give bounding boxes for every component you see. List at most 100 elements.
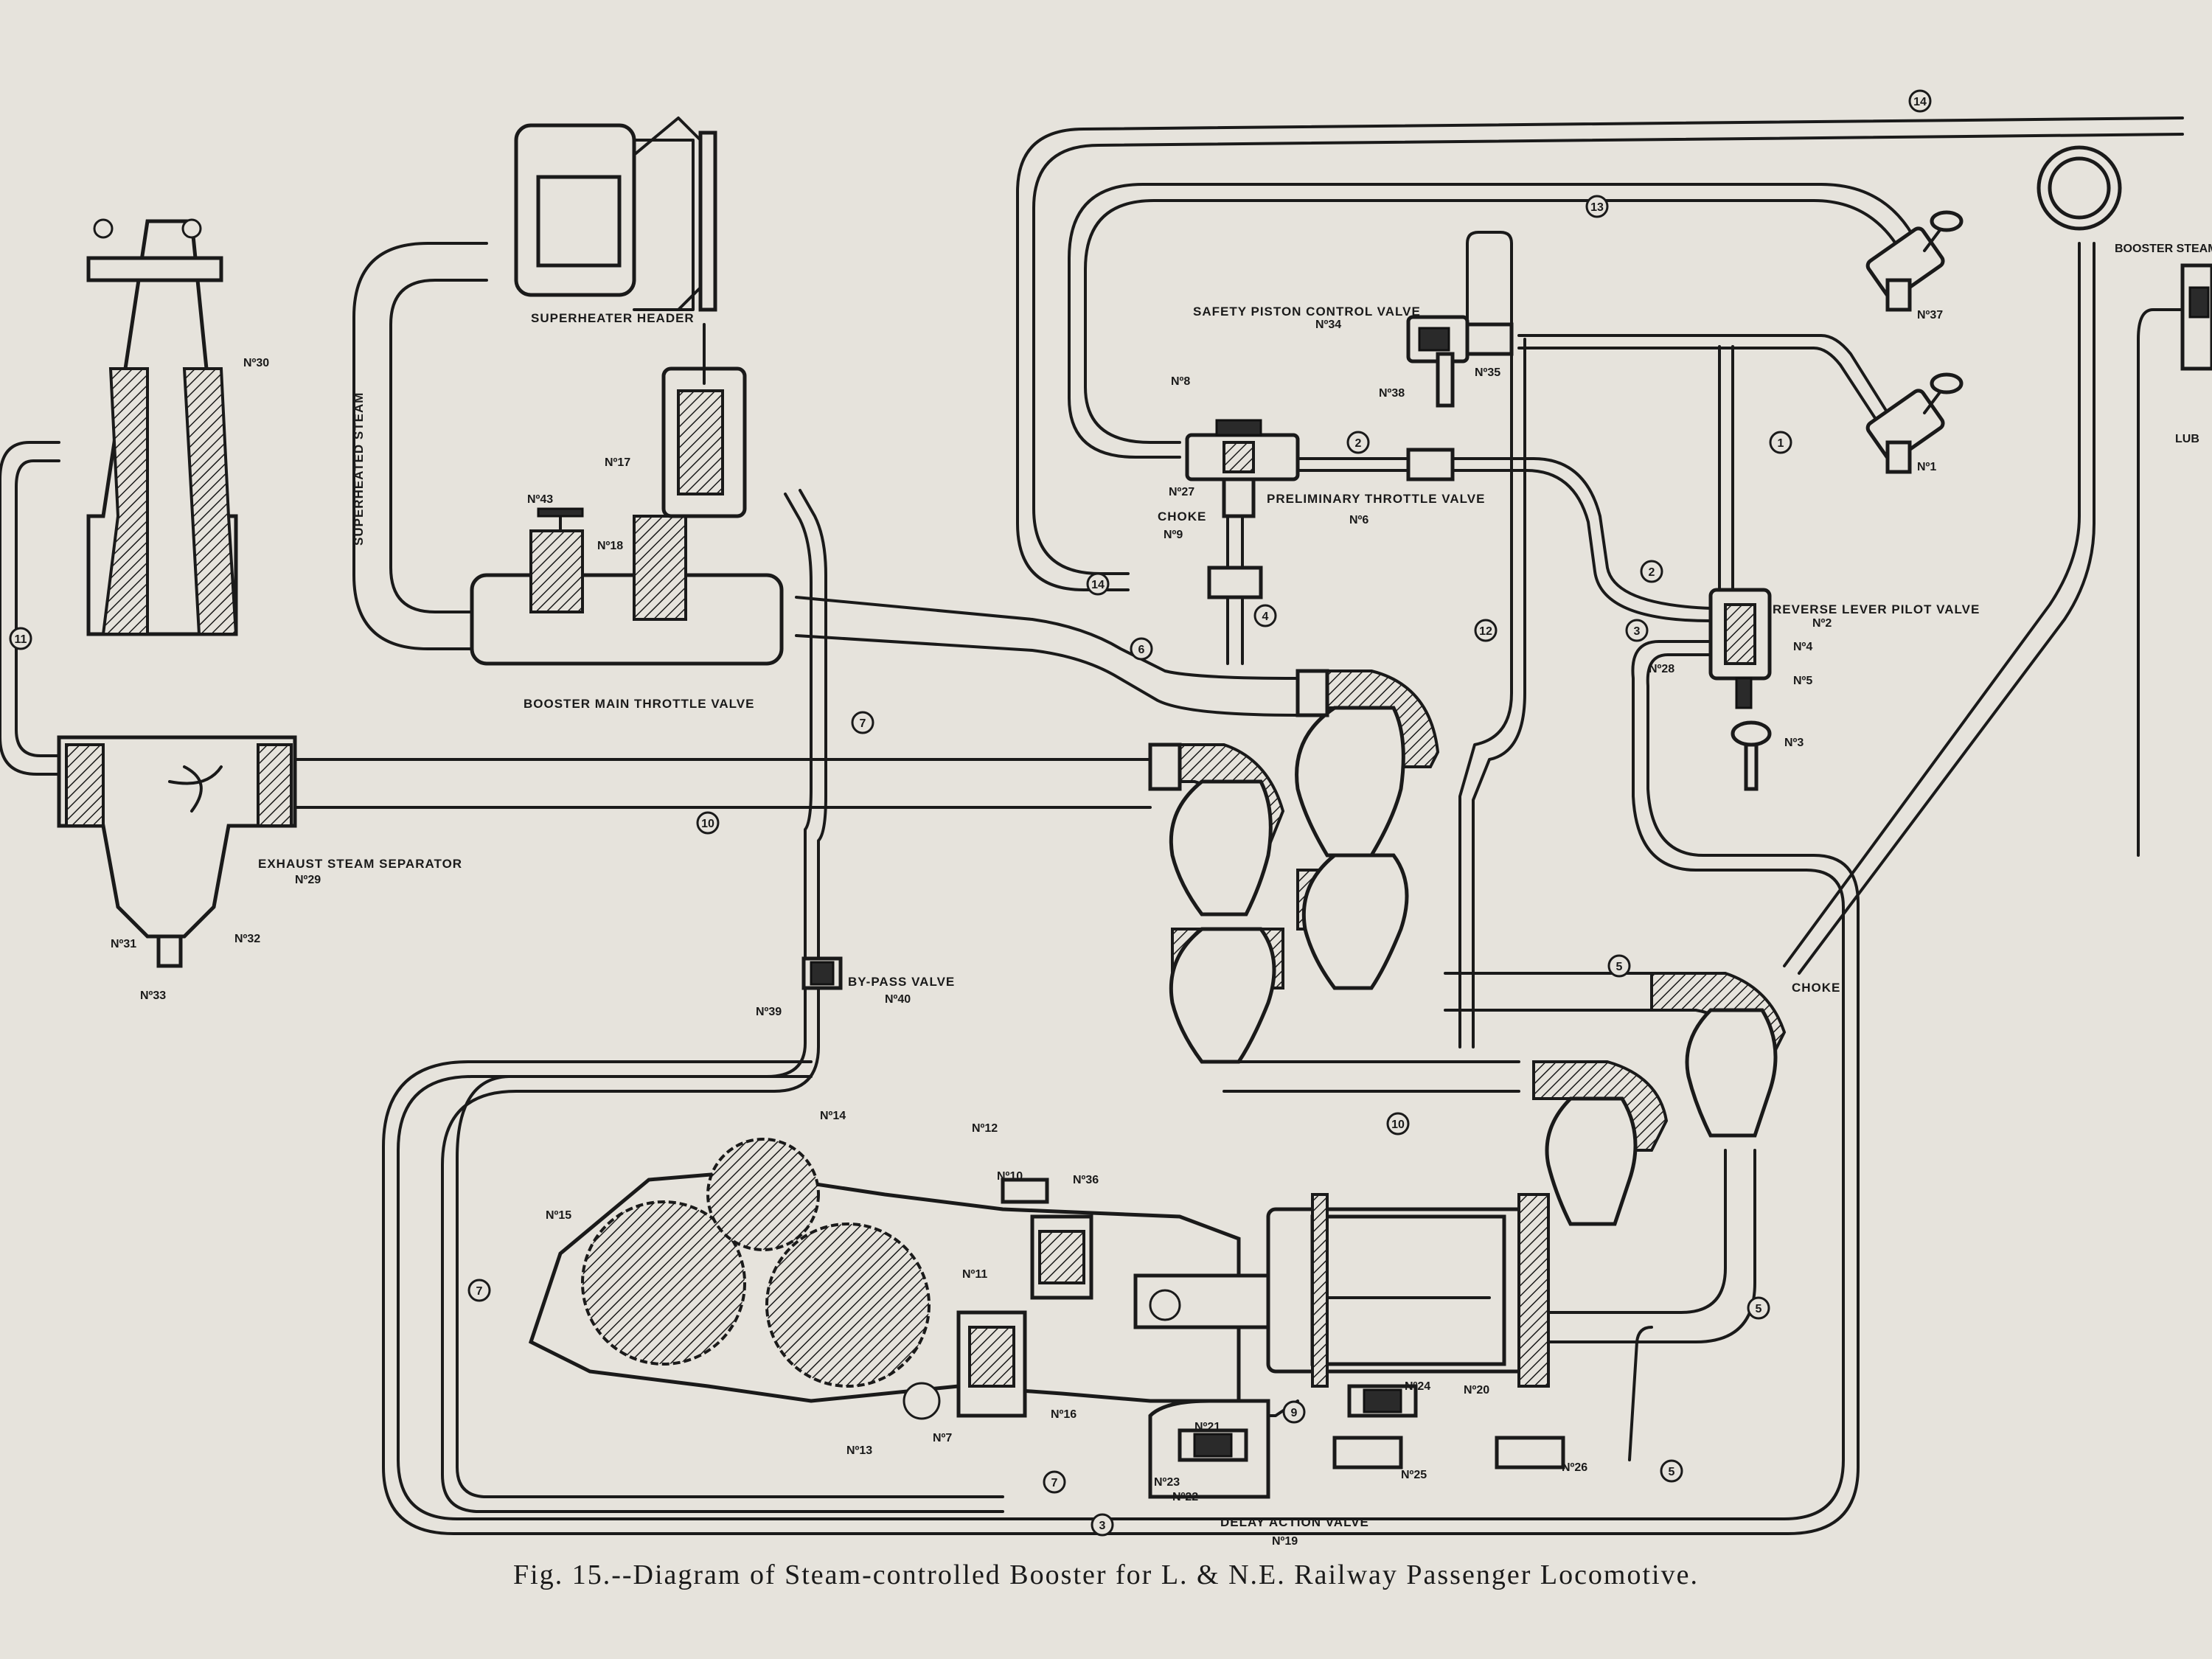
label-reverse-lever: REVERSE LEVER PILOT VALVE xyxy=(1773,602,1980,616)
booster-engine xyxy=(528,1138,1550,1420)
safety-piston-control-valve xyxy=(1406,315,1514,408)
pipe-superheated-steam xyxy=(352,242,488,650)
pipe-number-11: 11 xyxy=(15,633,27,646)
part-n9: Nº9 xyxy=(1164,529,1183,541)
pipe-c xyxy=(1628,1326,1653,1461)
pipe-number-13: 13 xyxy=(1590,201,1604,214)
pipe-2 xyxy=(1296,457,1712,610)
exhaust-steam-separator xyxy=(57,735,297,968)
label-exhaust-separator: EXHAUST STEAM SEPARATOR xyxy=(258,857,462,871)
pipe-number-5-top: 5 xyxy=(1616,961,1623,973)
pipe-gauge xyxy=(1783,242,2081,967)
part-n35: Nº35 xyxy=(1475,366,1500,379)
part-n20: Nº20 xyxy=(1464,1384,1489,1397)
part-n39: Nº39 xyxy=(756,1006,782,1018)
pipe-number-2-right: 2 xyxy=(1649,566,1655,579)
pipe-1 xyxy=(1517,334,1889,414)
pipe-12 xyxy=(1458,338,1513,1048)
part-n22: Nº22 xyxy=(1172,1491,1198,1503)
component-labels: SUPERHEATER HEADER SUPERHEATED STEAM BOO… xyxy=(258,243,2212,1529)
pipe-7-inner xyxy=(456,493,1004,1498)
pipe-lub xyxy=(2137,308,2184,857)
label-safety-piston: SAFETY PISTON CONTROL VALVE xyxy=(1193,305,1421,319)
label-choke-right: CHOKE xyxy=(1792,981,1840,995)
pipe-1-inner xyxy=(1517,347,1878,422)
pipe-number-markers: 14 13 1 2 2 3 14 4 12 6 11 7 10 5 10 5 7… xyxy=(9,89,1932,1537)
pipe-number-7-top: 7 xyxy=(860,717,866,730)
booster-steam-chests xyxy=(1148,669,1440,1064)
label-choke-left: CHOKE xyxy=(1158,509,1206,524)
part-n14: Nº14 xyxy=(820,1110,846,1122)
part-n17: Nº17 xyxy=(605,456,630,469)
part-n7: Nº7 xyxy=(933,1432,952,1444)
part-n11: Nº11 xyxy=(962,1268,987,1281)
part-n12: Nº12 xyxy=(972,1122,998,1135)
pipe-2-inner xyxy=(1296,469,1712,622)
pipe-number-7-low: 7 xyxy=(1051,1477,1058,1489)
pipe-13-inner xyxy=(1084,199,1904,444)
pipe-number-2-top: 2 xyxy=(1355,437,1362,450)
label-delay-action: DELAY ACTION VALVE xyxy=(1220,1515,1369,1529)
delay-action-valve-group xyxy=(1148,1384,1565,1499)
part-n36: Nº36 xyxy=(1073,1174,1099,1186)
part-n4: Nº4 xyxy=(1793,641,1812,653)
pipe-number-5-right: 5 xyxy=(1756,1303,1762,1315)
label-booster-main-throttle: BOOSTER MAIN THROTTLE VALVE xyxy=(524,697,754,711)
part-n33: Nº33 xyxy=(140,990,166,1002)
part-n40: Nº40 xyxy=(885,993,911,1006)
label-preliminary-throttle: PRELIMINARY THROTTLE VALVE xyxy=(1267,492,1485,506)
pipe-5-right xyxy=(1547,1149,1756,1343)
pipe-superheated-steam-inner xyxy=(389,279,488,613)
pipe-3-inner xyxy=(382,653,1860,1535)
part-n29: Nº29 xyxy=(295,874,321,886)
pipe-11 xyxy=(0,441,60,776)
pressure-gauge xyxy=(2037,145,2122,231)
pipe-3 xyxy=(397,640,1845,1520)
pipe-number-4: 4 xyxy=(1262,611,1269,623)
pipe-11-inner xyxy=(15,459,60,757)
stop-valve-37 xyxy=(1865,210,1964,312)
stop-valve-1 xyxy=(1865,372,1964,474)
part-n43: Nº43 xyxy=(527,493,553,506)
preliminary-throttle-valve xyxy=(1185,419,1455,599)
right-steam-chests xyxy=(1532,972,1787,1226)
pipe-6-inner xyxy=(795,634,1299,717)
label-superheated-steam: SUPERHEATED STEAM xyxy=(352,392,366,546)
pipe-number-12: 12 xyxy=(1479,625,1492,638)
part-n24: Nº24 xyxy=(1405,1380,1430,1393)
pipe-number-10-top: 10 xyxy=(701,818,714,830)
part-n32: Nº32 xyxy=(234,933,260,945)
pipe-network xyxy=(0,116,2184,1535)
label-steam-chest-pressure: BOOSTER STEAM CHEST PRESSURE xyxy=(2115,243,2212,255)
pipe-number-7-left: 7 xyxy=(476,1285,483,1298)
pipe-number-3-bottom: 3 xyxy=(1099,1520,1106,1532)
pipe-12-inner xyxy=(1472,338,1526,1048)
part-n13: Nº13 xyxy=(846,1444,872,1457)
part-n5: Nº5 xyxy=(1793,675,1812,687)
pipe-gauge-inner xyxy=(1798,242,2096,975)
part-n34: Nº34 xyxy=(1315,319,1341,331)
superheater-header xyxy=(514,116,717,312)
blast-pipe xyxy=(86,218,238,636)
part-n15: Nº15 xyxy=(546,1209,571,1222)
part-n23: Nº23 xyxy=(1154,1476,1180,1489)
label-lub: LUB xyxy=(2175,433,2199,445)
booster-main-throttle-valve xyxy=(470,323,784,666)
part-n18: Nº18 xyxy=(597,540,623,552)
pipe-number-3-top: 3 xyxy=(1634,625,1641,638)
pipe-14 xyxy=(1016,116,2184,591)
label-superheater-header: SUPERHEATER HEADER xyxy=(531,311,695,325)
part-n2: Nº2 xyxy=(1812,617,1832,630)
part-n38: Nº38 xyxy=(1379,387,1405,400)
pipe-number-10-lower: 10 xyxy=(1391,1119,1405,1131)
part-n27: Nº27 xyxy=(1169,486,1194,498)
pipe-number-14-top: 14 xyxy=(1913,96,1927,108)
pipe-14-inner xyxy=(1032,133,2184,575)
pipe-number-9: 9 xyxy=(1291,1407,1298,1419)
part-n19: Nº19 xyxy=(1272,1535,1298,1548)
label-bypass-valve: BY-PASS VALVE xyxy=(848,975,955,989)
pipe-12-loop xyxy=(1466,231,1513,326)
part-n25: Nº25 xyxy=(1401,1469,1427,1481)
